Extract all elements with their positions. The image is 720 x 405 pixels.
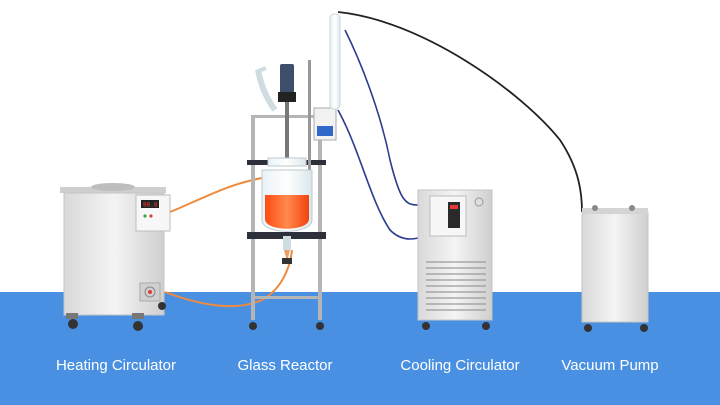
cooling-vent-grille: [426, 261, 486, 311]
cooling-circulator-unit: [417, 189, 493, 330]
blue-hose-2: [337, 109, 419, 240]
svg-text:88.8: 88.8: [143, 202, 158, 209]
heating-circulator-unit: 88.8: [60, 183, 171, 331]
orange-hose-upper: [169, 177, 263, 213]
blue-hose-1: [344, 29, 419, 206]
black-vacuum-hose: [337, 11, 583, 213]
glass-reactor-unit: [247, 13, 341, 330]
hoses: [164, 11, 583, 308]
orange-hose-lower: [164, 249, 293, 308]
label-cooling-circulator: Cooling Circulator: [400, 357, 520, 374]
label-heating-circulator: Heating Circulator: [55, 357, 177, 374]
label-vacuum-pump: Vacuum Pump: [561, 357, 659, 374]
vacuum-pump-unit: [581, 205, 649, 332]
label-glass-reactor: Glass Reactor: [237, 357, 333, 374]
